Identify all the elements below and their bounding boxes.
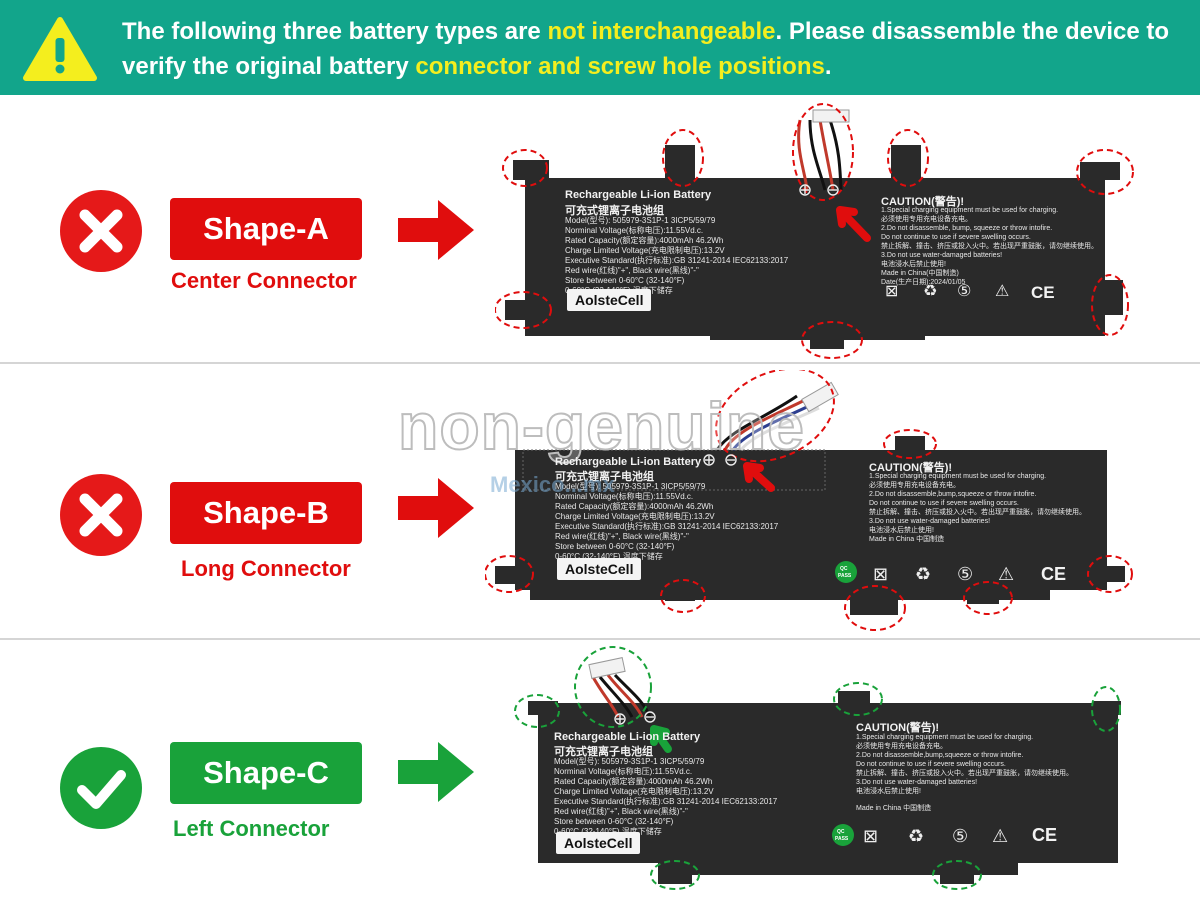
- battery-c-title-cn: 可充式锂离子电池组: [554, 746, 653, 758]
- warning-triangle-icon: [23, 17, 97, 81]
- arrow-right-icon: [398, 200, 474, 260]
- battery-c-caution: CAUTION(警告)!: [856, 722, 940, 734]
- battery-c-title: Rechargeable Li-ion Battery: [554, 731, 701, 743]
- battery-b-caution: CAUTION(警告)!: [869, 462, 953, 474]
- highlight-not-interchangeable: not interchangeable: [547, 18, 776, 45]
- svg-text:⑤: ⑤: [957, 564, 973, 585]
- battery-c-caution-text: 1.Special charging equipment must be use…: [856, 734, 1073, 812]
- svg-text:♻: ♻: [923, 281, 937, 300]
- battery-b-brand: AolsteCell: [557, 558, 642, 580]
- shape-a-button[interactable]: Shape-A: [170, 198, 362, 260]
- highlight-connector-screw: connector and screw hole positions: [415, 53, 825, 80]
- arrow-right-icon: [398, 478, 474, 538]
- svg-text:QC: QC: [840, 566, 848, 572]
- svg-text:⚠: ⚠: [995, 281, 1009, 300]
- shape-c-button[interactable]: Shape-C: [170, 742, 362, 804]
- svg-text:QC: QC: [837, 829, 845, 835]
- battery-a-brand: AolsteCell: [567, 289, 652, 311]
- svg-text:PASS: PASS: [838, 573, 852, 579]
- battery-b-ce-mark: CE: [1041, 564, 1067, 584]
- check-icon: [60, 747, 142, 829]
- battery-b-specs: Model(型号): 505979-3S1P-1 3ICP5/59/79 Nor…: [555, 482, 779, 561]
- shape-b-connector-label: Long Connector: [181, 556, 351, 581]
- svg-text:♻: ♻: [908, 826, 924, 847]
- svg-text:PASS: PASS: [835, 836, 849, 842]
- svg-text:⚠: ⚠: [998, 564, 1014, 585]
- battery-b-title: Rechargeable Li-ion Battery: [555, 456, 702, 468]
- divider-2: [0, 638, 1200, 640]
- battery-c-ce-mark: CE: [1032, 825, 1058, 845]
- battery-b-title-cn: 可充式锂离子电池组: [555, 471, 654, 483]
- battery-b-caution-text: 1.Special charging equipment must be use…: [869, 473, 1086, 543]
- battery-a-title-cn: 可充式锂离子电池组: [565, 205, 664, 217]
- battery-a-ce-mark: CE: [1031, 283, 1055, 302]
- battery-shape-b: QC PASS ⊠ ♻ ⑤ ⚠ non-genuine Rechargeable…: [397, 370, 1145, 632]
- svg-text:⊠: ⊠: [863, 826, 878, 847]
- battery-c-brand: AolsteCell: [556, 832, 641, 854]
- battery-shape-c: QC PASS ⊠ ♻ ⑤ ⚠ Rechargeable Li-ion Batt…: [508, 645, 1138, 890]
- svg-text:⑤: ⑤: [957, 281, 971, 300]
- shape-c-connector-label: Left Connector: [173, 816, 330, 841]
- svg-text:⊠: ⊠: [873, 564, 888, 585]
- battery-c-specs: Model(型号): 505979-3S1P-1 3ICP5/59/79 Nor…: [554, 757, 778, 836]
- svg-text:⑤: ⑤: [952, 826, 968, 847]
- warning-banner: The following three battery types are no…: [0, 0, 1200, 95]
- watermark-text: non-genuine: [397, 388, 805, 464]
- svg-text:⚠: ⚠: [992, 826, 1008, 847]
- battery-a-caution: CAUTION(警告)!: [881, 196, 965, 208]
- svg-text:⊠: ⊠: [885, 281, 898, 300]
- warning-message: The following three battery types are no…: [122, 18, 1170, 80]
- svg-text:♻: ♻: [915, 564, 931, 585]
- shape-b-button[interactable]: Shape-B: [170, 482, 362, 544]
- arrow-right-icon: [398, 742, 474, 802]
- divider-1: [0, 362, 1200, 364]
- cross-icon: [60, 190, 142, 272]
- shape-a-connector-label: Center Connector: [171, 268, 357, 293]
- battery-a-caution-text: 1.Special charging equipment must be use…: [881, 207, 1098, 286]
- battery-a-specs: Model(型号): 505979-3S1P-1 3ICP5/59/79 Nor…: [565, 216, 789, 295]
- watermark-subtext: Mexico...mx: [490, 472, 615, 497]
- battery-a-title: Rechargeable Li-ion Battery: [565, 189, 712, 201]
- battery-shape-a: ⊠ ♻ ⑤ ⚠ Rechargeable Li-ion Battery 可充式锂…: [495, 100, 1145, 362]
- cross-icon: [60, 474, 142, 556]
